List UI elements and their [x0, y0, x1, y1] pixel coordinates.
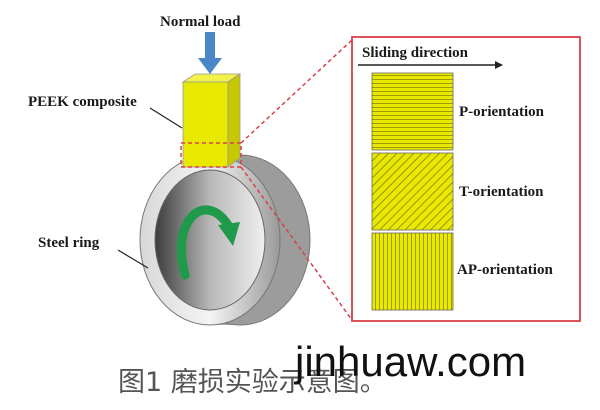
zoom-region-marker: [180, 142, 242, 168]
steel-ring: [139, 154, 311, 326]
rotation-arrow-icon: [176, 205, 240, 280]
p-orientation-sample: [371, 72, 454, 151]
peek-composite-label: PEEK composite: [28, 94, 137, 110]
zoom-connector-line: [240, 166, 353, 321]
zoom-connector-line: [240, 39, 353, 144]
steel-ring-leader-line: [117, 249, 149, 269]
t-orientation-label: T-orientation: [459, 184, 544, 200]
steel-ring-label: Steel ring: [38, 235, 100, 251]
normal-load-label: Normal load: [160, 14, 241, 30]
t-orientation-sample: [371, 152, 454, 231]
sliding-direction-label: Sliding direction: [362, 45, 469, 61]
watermark: jinhuaw.com: [293, 338, 526, 385]
ap-orientation-label: AP-orientation: [457, 262, 553, 278]
peek-leader-line: [149, 107, 183, 129]
p-orientation-label: P-orientation: [459, 104, 545, 120]
ap-orientation-sample: [371, 232, 454, 311]
normal-load-arrow-icon: [198, 32, 222, 74]
figure-caption: 图1 磨损实验示意图。: [118, 367, 387, 398]
peek-composite-block: [181, 73, 242, 168]
